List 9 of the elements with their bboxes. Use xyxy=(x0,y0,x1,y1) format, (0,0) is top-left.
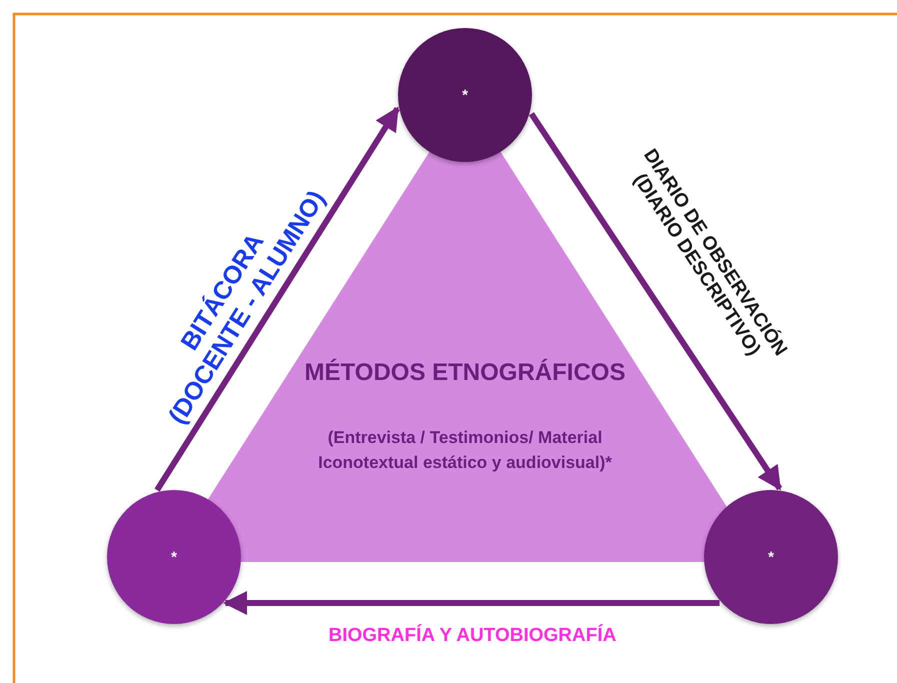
triangle-heading: MÉTODOS ETNOGRÁFICOS xyxy=(304,358,626,388)
arrow xyxy=(154,106,400,492)
triangle-body: (Entrevista / Testimonios/ Material Iconotextual estático y audiovisual)* xyxy=(317,427,613,474)
arrow xyxy=(223,591,720,615)
edge-label: BIOGRAFÍA Y AUTOBIOGRAFÍA xyxy=(328,625,616,647)
arrow xyxy=(528,112,782,491)
asterisk-label: * xyxy=(462,86,468,104)
asterisk-label: * xyxy=(171,548,177,566)
asterisk-label: * xyxy=(768,548,774,566)
